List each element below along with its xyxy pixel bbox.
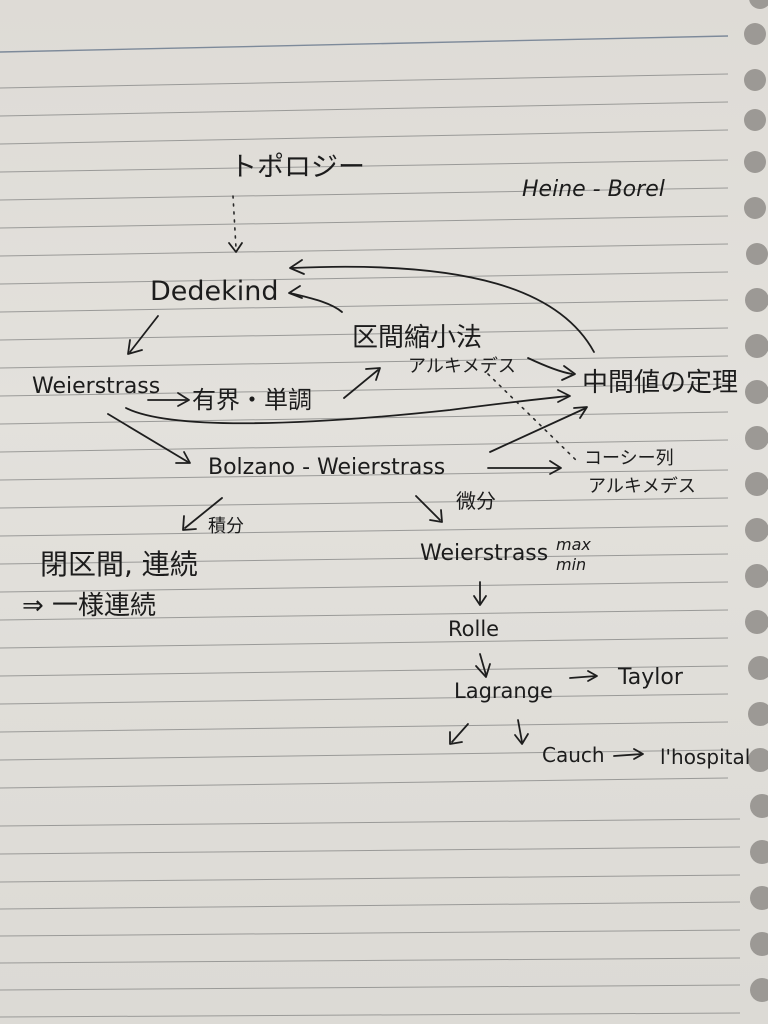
edge-weierstrass-ivt [125, 395, 569, 425]
node-intermediate-value: 中間値の定理 [582, 368, 738, 398]
node-lhospital: l'hospital [660, 745, 750, 769]
node-lagrange: Lagrange [454, 679, 553, 703]
node-cauchy: Cauch [542, 743, 605, 767]
edge-label-integral: 積分 [208, 516, 244, 537]
spiral-holes [744, 0, 768, 1002]
node-rolle: Rolle [448, 617, 499, 641]
edge-bw-ivt [489, 407, 587, 453]
edge-bw-closed-interval [184, 497, 223, 529]
node-archimedes-2: アルキメデス [588, 476, 696, 497]
node-max: max [556, 535, 591, 554]
edge-topology-dedekind [232, 195, 237, 249]
edge-lagrange-cauchy [517, 719, 523, 743]
node-min: min [556, 555, 586, 574]
node-nested-intervals: 区間縮小法 [352, 323, 482, 353]
node-taylor: Taylor [617, 665, 684, 690]
node-weierstrass: Weierstrass [32, 374, 160, 399]
node-archimedes-1: アルキメデス [408, 356, 516, 377]
node-cauchy-sequence: コーシー列 [584, 448, 674, 469]
node-closed-interval-continuous: 閉区間, 連続 [40, 548, 198, 581]
nodes: トポロジー Heine - Borel Dedekind 区間縮小法 アルキメデ… [22, 152, 750, 769]
node-weierstrass-maxmin: Weierstrass [420, 541, 548, 566]
edge-lagrange-left [451, 723, 469, 743]
node-uniform-continuity: ⇒ 一様連続 [22, 591, 156, 621]
node-bolzano-weierstrass: Bolzano - Weierstrass [208, 455, 445, 480]
edge-dedekind-weierstrass [129, 315, 159, 353]
edge-archimedes-ivt [527, 357, 573, 375]
edge-bw-weierstrass-maxmin [415, 495, 441, 521]
edge-label-differential: 微分 [456, 489, 496, 513]
edge-bounded-nested [343, 369, 379, 399]
node-topology: トポロジー [230, 152, 365, 183]
edge-ivt-dedekind [291, 265, 595, 353]
edge-archimedes-cauchy-seq [487, 373, 579, 463]
node-heine-borel: Heine - Borel [522, 177, 665, 202]
edge-lagrange-taylor [569, 675, 597, 679]
edge-nested-dedekind [289, 292, 343, 313]
edges [107, 195, 644, 760]
edge-cauchy-lhospital [613, 753, 643, 757]
node-dedekind: Dedekind [150, 276, 279, 307]
edge-rolle-lagrange [479, 653, 487, 676]
edge-weierstrass-bw [107, 413, 189, 463]
node-bounded-monotone: 有界・単調 [192, 386, 312, 414]
